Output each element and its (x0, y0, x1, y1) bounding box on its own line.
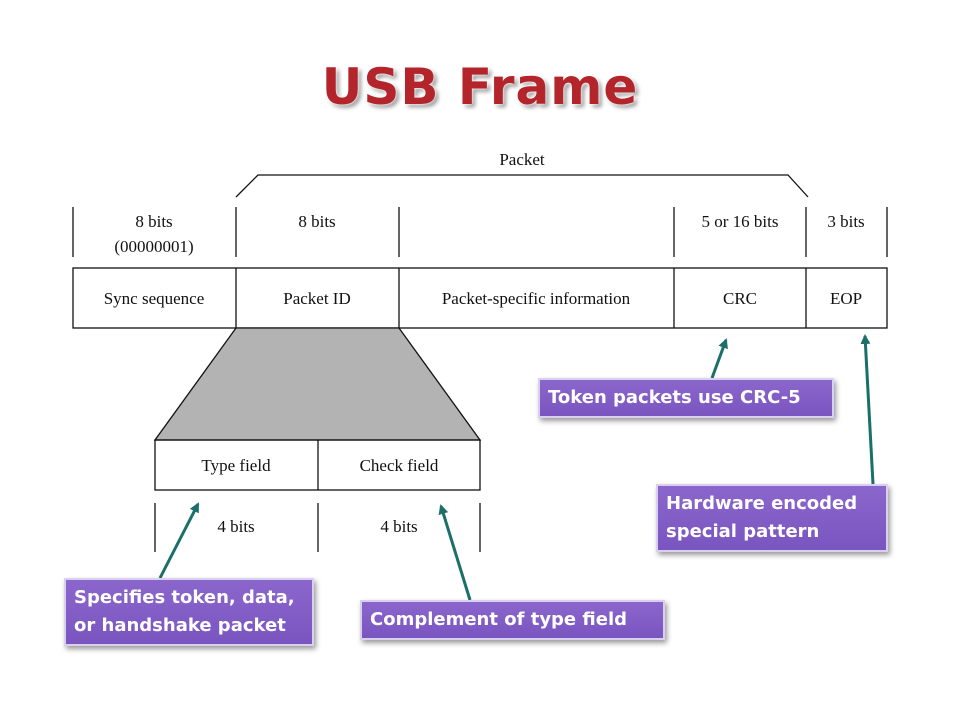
type-bits-label: 4 bits (217, 517, 254, 536)
field-packet-id: Packet ID (283, 289, 351, 308)
pid-fields-row (154, 439, 481, 491)
eop-bits-label: 3 bits (827, 212, 864, 231)
eop-note-arrow (860, 334, 875, 485)
pid-bits-label: 8 bits (298, 212, 335, 231)
pid-bit-separators (154, 503, 481, 552)
field-eop: EOP (830, 289, 862, 308)
field-sync: Sync sequence (104, 289, 205, 308)
packet-brace (235, 174, 809, 198)
bit-size-separators (72, 207, 888, 257)
packet-fields-row (72, 267, 888, 329)
field-crc: CRC (723, 289, 757, 308)
packet-label: Packet (499, 150, 545, 169)
sync-bits-label: 8 bits (135, 212, 172, 231)
eop-note-callout: Hardware encoded special pattern (656, 484, 888, 552)
crc-bits-label: 5 or 16 bits (702, 212, 779, 231)
page-title: USB Frame (321, 58, 639, 116)
field-type: Type field (201, 456, 271, 475)
field-packet-info: Packet-specific information (442, 289, 631, 308)
field-check: Check field (360, 456, 439, 475)
check-bits-label: 4 bits (380, 517, 417, 536)
crc-note-callout: Token packets use CRC-5 (538, 378, 834, 418)
type-note-arrow (158, 502, 200, 579)
sync-bits-value: (00000001) (114, 237, 193, 256)
type-note-callout: Specifies token, data, or handshake pack… (64, 578, 314, 646)
packet-id-expansion (153, 327, 482, 441)
check-note-arrow (438, 504, 472, 601)
crc-note-arrow (710, 338, 728, 379)
check-note-callout: Complement of type field (360, 600, 665, 640)
